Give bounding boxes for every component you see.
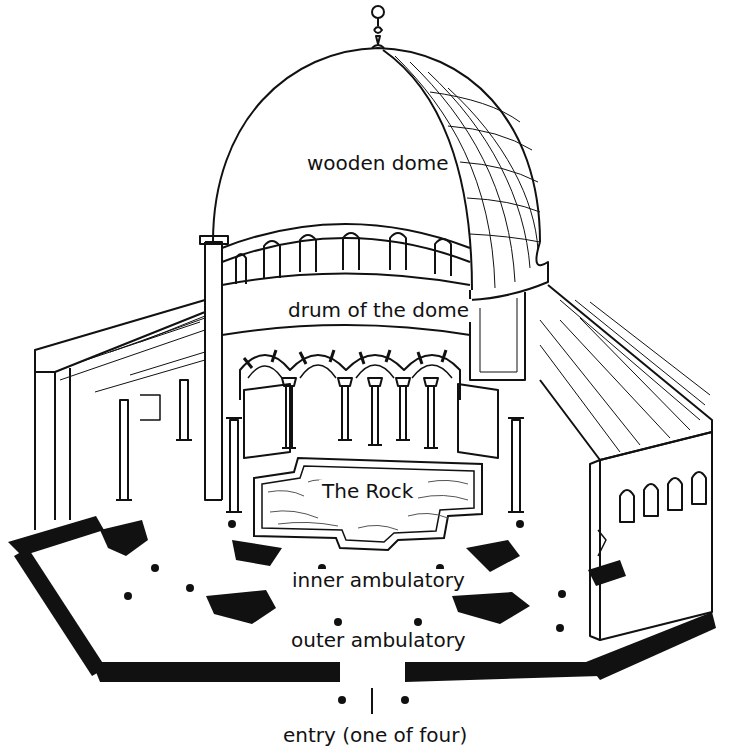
rock-enclosure: The Rock [248,452,488,552]
part-label: entry (one of four) [280,724,470,747]
part-label: drum of the dome [285,299,472,322]
rock-label: The Rock [319,480,416,503]
part-label: outer ambulatory [288,629,469,652]
part-label: wooden dome [304,152,452,175]
part-label: inner ambulatory [289,569,468,592]
